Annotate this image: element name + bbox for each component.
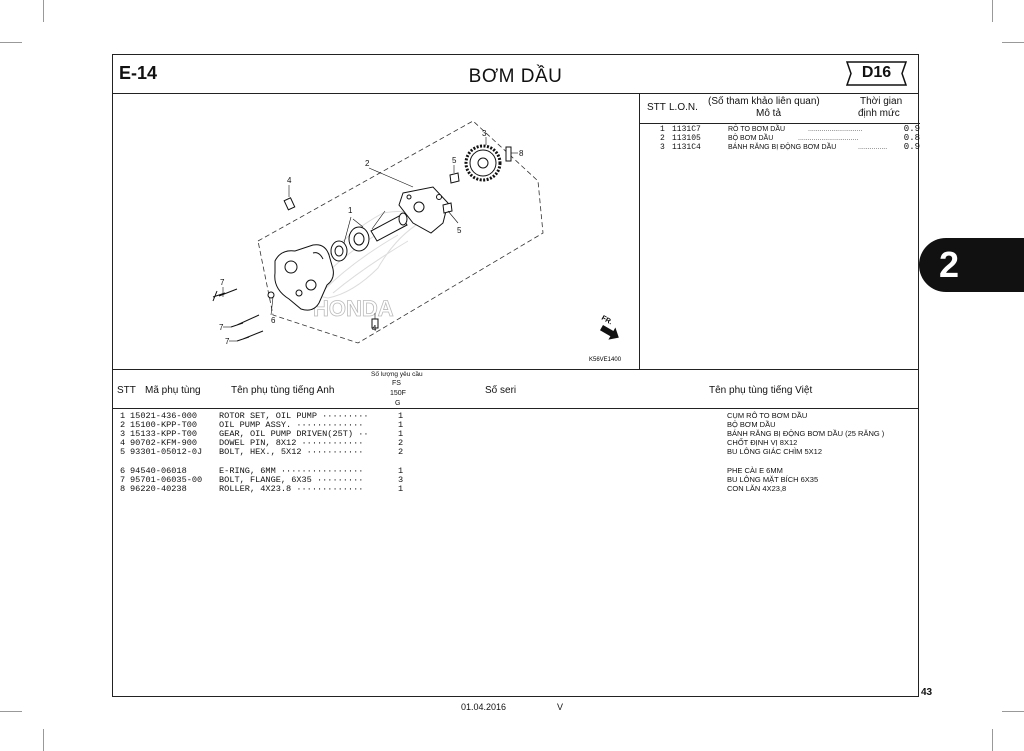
col-name-en: Tên phụ tùng tiếng Anh [231,385,335,396]
ref-table-header: STT L.O.N. (Số tham khảo liên quan) Mô t… [640,93,920,124]
col-serial: Số seri [485,385,517,396]
badge-frame-icon [845,61,908,86]
small-parts [212,172,460,342]
crop-mark [1002,42,1024,43]
table-row: 4 90702-KFM-900 DOWEL PIN, 8X12 ········… [120,438,798,448]
callout-7b: 7 [219,323,224,332]
front-arrow-icon [600,325,619,340]
table-row: 1 15021-436-000 ROTOR SET, OIL PUMP ····… [120,411,808,421]
ref-col-desc: Mô tả [756,108,782,119]
oil-pump-diagram: HONDA [212,120,622,363]
footer-version: V [557,702,564,712]
table-row: 7 95701-06035-00 BOLT, FLANGE, 6X35 ····… [120,475,819,485]
page-title: BƠM DẦU [468,66,563,87]
footer-date: 01.04.2016 [461,702,507,712]
pump-body [274,244,334,311]
crop-mark [43,0,44,22]
pump-cover [398,186,449,234]
callout-labels: 1 2 3 4 4 5 5 6 7 7 7 8 [219,129,524,346]
table-row: 3 15133-KPP-T00 GEAR, OIL PUMP DRIVEN(25… [120,429,885,439]
chapter-tab: 2 [919,238,1024,292]
col-part-no: Mã phụ tùng [145,385,201,396]
ref-table-rows: 1 1131C7 RÔ TO BƠM DẦU .................… [648,124,920,153]
ref-col-stt: STT [647,102,666,113]
callout-8: 8 [519,149,524,158]
crop-mark [992,729,993,751]
table-row: 2 15100-KPP-T00 OIL PUMP ASSY. ·········… [120,420,776,430]
ref-row: 3 1131C4 BÁNH RĂNG BỊ ĐỘNG BƠM DẦU .....… [660,142,920,153]
assembly-outline [257,120,544,344]
ref-row: 2 113105 BỘ BƠM DẦU ....................… [660,133,920,144]
ref-row: 1 1131C7 RÔ TO BƠM DẦU .................… [660,124,920,135]
page-number: 43 [921,687,933,698]
exploded-diagram: HONDA [113,93,640,369]
fr-label: FR. [600,315,613,327]
table-row: 5 93301-05012-0J BOLT, HEX., 5X12 ······… [120,447,823,457]
leader-lines [222,137,518,342]
callout-5: 5 [452,156,457,165]
crop-mark [992,0,993,22]
col-qty-title: Số lượng yêu cầu [371,371,423,378]
pump-shaft [370,212,408,242]
page-header: E-14 BƠM DẦU D16 [113,55,918,94]
callout-7c: 7 [225,337,230,346]
crop-mark [0,711,22,712]
diagram-ref-code: K56VE1400 [589,357,622,363]
page-frame: E-14 BƠM DẦU D16 HONDA [112,54,920,697]
callout-7: 7 [220,278,225,287]
callout-6: 6 [271,316,276,325]
crop-mark [0,42,22,43]
ref-col-lon: L.O.N. [669,102,698,113]
rotor-set [330,226,370,262]
callout-4b: 4 [372,324,377,333]
dot-leader: ............................ [808,126,863,133]
driven-gear [464,144,502,182]
callout-3: 3 [482,129,487,138]
ref-col-time: Thời gian [860,96,903,107]
ref-col-ref: (Số tham khảo liên quan) [708,96,820,107]
table-row: 6 94540-06018 E-RING, 6MM ··············… [120,466,783,476]
callout-1: 1 [348,206,353,215]
model-badge: D16 [844,60,909,87]
section-code: E-14 [119,63,158,83]
table-row: 8 96220-40238 ROLLER, 4X23.8 ···········… [120,484,787,494]
crop-mark [43,729,44,751]
callout-2: 2 [365,159,370,168]
parts-table-header: STT Mã phụ tùng Tên phụ tùng tiếng Anh S… [113,369,918,409]
chapter-number: 2 [939,244,960,285]
col-qty-g: G [395,400,401,407]
col-stt: STT [117,385,136,396]
col-qty-150f: 150F [390,390,406,397]
dot-leader: ............... [858,144,888,151]
model-code: D16 [861,64,892,81]
crop-mark [1002,711,1024,712]
roller-part [505,146,512,162]
dot-leader: ............................... [798,135,859,142]
honda-watermark-text: HONDA [313,296,394,321]
callout-5b: 5 [457,226,462,235]
col-name-vi: Tên phụ tùng tiếng Việt [709,385,813,396]
col-qty-fs: FS [392,380,401,387]
ref-col-time-2: định mức [858,108,900,119]
callout-4: 4 [287,176,292,185]
